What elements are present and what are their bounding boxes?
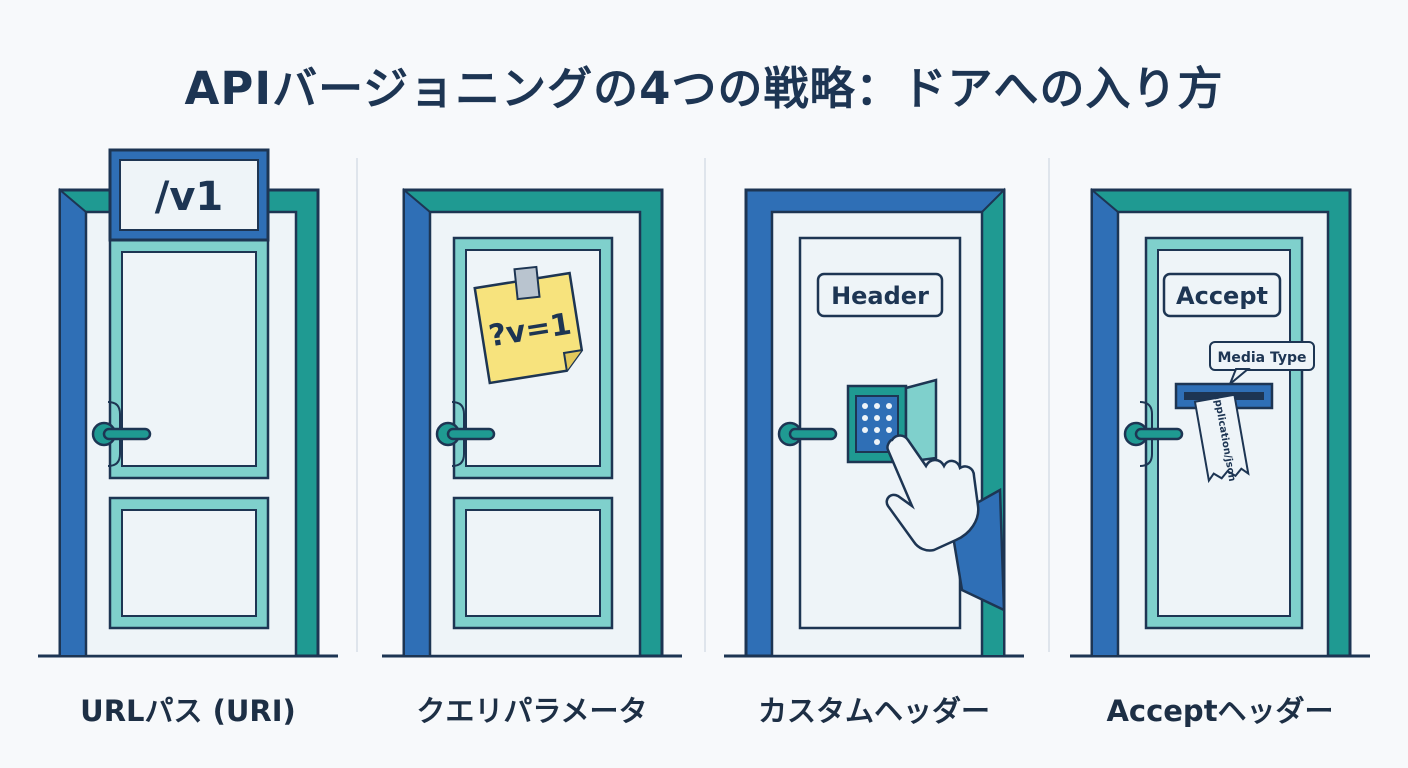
divider-2 [704,158,706,652]
divider-3 [1048,158,1050,652]
sign-header: Header [831,282,929,310]
door-query-parameter: ?v=1 [382,140,682,670]
hand-icon [885,434,1006,613]
ticket: application/json [1193,392,1250,484]
label-query-parameter: クエリパラメータ [416,694,648,728]
media-type-text: Media Type [1217,350,1306,366]
divider-1 [356,158,358,652]
sticky-note: ?v=1 [473,271,584,385]
label-custom-header: カスタムヘッダー [757,694,990,728]
label-accept-header: Acceptヘッダー [1106,694,1334,728]
sign-accept: Accept [1176,282,1268,310]
door-url-path: /v1 [38,140,338,670]
sign-v1: /v1 [155,174,224,220]
door-accept-header: Accept Media Type application/json [1070,140,1370,670]
label-url-path: URLパス (URI) [80,694,296,728]
page-title: APIバージョニングの4つの戦略：ドアへの入り方 [184,62,1224,115]
media-type-bubble: Media Type [1209,341,1315,385]
tape [513,265,541,301]
door-custom-header: Header [724,140,1024,670]
